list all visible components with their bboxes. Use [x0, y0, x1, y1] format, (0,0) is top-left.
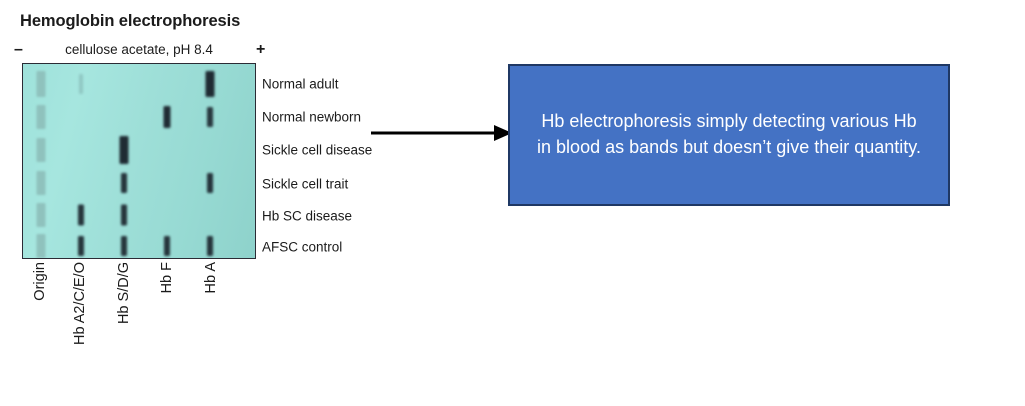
gel-band-hb-sc-disease-hb_sdg: [121, 204, 128, 226]
gel-condition-label: cellulose acetate, pH 8.4: [65, 42, 213, 57]
gel-band-hb-sc-disease-hb_a2ceo: [77, 204, 84, 226]
electrophoresis-axis-row: – cellulose acetate, pH 8.4 +: [14, 40, 270, 60]
gel-row-label: Normal newborn: [262, 109, 362, 125]
gel-band-hb-sc-disease-origin: [36, 203, 46, 228]
gel-row-label: Sickle cell trait: [262, 176, 349, 192]
cathode-minus-sign: –: [14, 41, 23, 58]
arrow-right-icon: [371, 125, 512, 141]
gel-lane-label-origin: Origin: [32, 262, 49, 301]
gel-lane-labels: Origin Hb A2/C/E/O Hb S/D/G Hb F Hb A: [22, 262, 256, 402]
callout-text: Hb electrophoresis simply detecting vari…: [537, 111, 921, 157]
gel-band-layer: [23, 64, 255, 258]
gel-row-label: AFSC control: [262, 239, 343, 255]
gel-band-afsc-control-hb_f: [163, 236, 170, 257]
gel-lane-label-hb_a2ceo: Hb A2/C/E/O: [72, 262, 89, 346]
gel-row-label: Hb SC disease: [262, 208, 353, 224]
electrophoresis-gel: [22, 63, 256, 259]
callout-box: Hb electrophoresis simply detecting vari…: [508, 64, 950, 206]
page-title: Hemoglobin electrophoresis: [20, 12, 241, 30]
gel-band-normal-adult-hb_a: [205, 71, 215, 98]
gel-band-sickle-cell-trait-hb_a: [207, 173, 214, 194]
gel-row-label: Sickle cell disease: [262, 142, 373, 158]
gel-band-afsc-control-hb_a: [207, 236, 214, 257]
gel-band-normal-adult-hb_a2ceo: [78, 74, 83, 95]
gel-band-normal-newborn-origin: [36, 105, 46, 130]
gel-band-sickle-cell-disease-hb_sdg: [119, 136, 129, 165]
gel-lane-label-hb_sdg: Hb S/D/G: [116, 262, 133, 325]
gel-lane-label-hb_f: Hb F: [159, 262, 176, 294]
gel-band-sickle-cell-trait-hb_sdg: [121, 173, 128, 194]
gel-row-label: Normal adult: [262, 76, 339, 92]
gel-band-sickle-cell-disease-origin: [36, 138, 46, 163]
gel-band-normal-newborn-hb_a: [207, 107, 214, 128]
gel-band-afsc-control-origin: [36, 234, 46, 258]
gel-band-sickle-cell-trait-origin: [36, 171, 46, 196]
gel-band-normal-newborn-hb_f: [163, 106, 171, 129]
gel-lane-label-hb_a: Hb A: [203, 262, 220, 294]
anode-plus-sign: +: [256, 41, 266, 58]
gel-band-afsc-control-hb_sdg: [121, 236, 128, 257]
gel-band-normal-adult-origin: [36, 71, 46, 98]
gel-band-afsc-control-hb_a2ceo: [77, 236, 84, 257]
